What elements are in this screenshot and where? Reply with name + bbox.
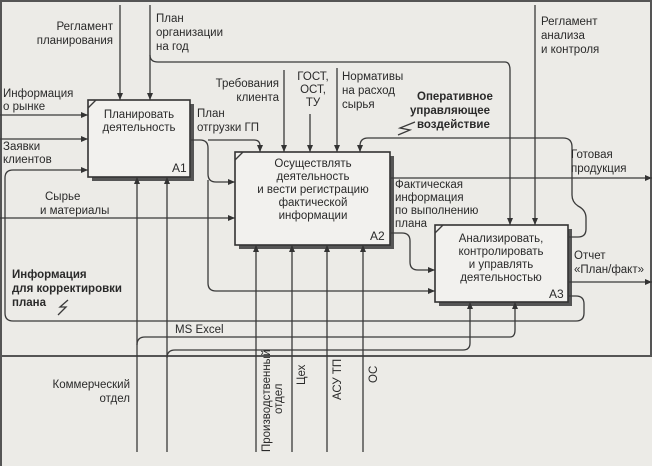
- diagram-label: продукция: [571, 163, 627, 175]
- diagram-label: отдел: [100, 393, 130, 405]
- diagram-label: Осуществлять: [274, 158, 351, 170]
- diagram-label: Цех: [296, 364, 308, 385]
- diagram-label: План: [156, 13, 184, 25]
- diagram-label: Регламент: [541, 16, 598, 28]
- diagram-label: АСУ ТП: [332, 359, 344, 400]
- diagram-label: Коммерческий: [53, 379, 130, 391]
- diagram-label: деятельностью: [460, 272, 542, 284]
- diagram-label: План: [197, 108, 225, 120]
- diagram-label: планирования: [37, 35, 113, 47]
- arrow-correction: [4, 167, 585, 322]
- diagram-label: ТУ: [306, 97, 321, 109]
- diagram-label: информации: [279, 210, 348, 222]
- diagram-label: Оперативное: [417, 91, 493, 103]
- diagram-label: Регламент: [56, 21, 113, 33]
- diagram-label: ОСТ,: [300, 84, 326, 96]
- diagram-label: на расход: [342, 85, 395, 97]
- connector-line: [208, 139, 263, 152]
- diagram-label: отдел: [273, 384, 285, 414]
- block-a3-code: A3: [549, 287, 564, 301]
- diagram-label: организации: [156, 27, 223, 39]
- diagram-label: деятельность: [103, 122, 176, 134]
- diagram-label: Производственный: [261, 350, 273, 452]
- diagram-label: на год: [156, 41, 189, 53]
- connector-line: [149, 54, 513, 225]
- diagram-label: фактической: [279, 197, 348, 209]
- diagram-label: Нормативы: [342, 71, 403, 83]
- diagram-label: воздействие: [417, 119, 490, 131]
- block-a1-title: Планировать: [104, 109, 174, 121]
- block-a1-code: A1: [172, 161, 187, 175]
- diagram-label: Отчет: [574, 250, 606, 262]
- diagram-label: и материалы: [40, 205, 109, 217]
- diagram-label: «План/факт»: [574, 264, 644, 276]
- arrow-operative: [357, 137, 587, 238]
- connector-line: [207, 180, 435, 294]
- diagram-label: ОС: [368, 366, 380, 383]
- diagram-label: плана: [395, 218, 428, 230]
- svg-text:Производственныйотдел: Производственныйотдел: [261, 350, 285, 452]
- arrow-shipment-plan: [190, 139, 235, 185]
- diagram-label: деятельность: [277, 171, 350, 183]
- diagram-label: для корректировки: [12, 283, 122, 295]
- diagram-label: отгрузки ГП: [197, 122, 259, 134]
- connector-line: [234, 151, 244, 161]
- svg-text:ГОСТ,ОСТ,ТУ: ГОСТ,ОСТ,ТУ: [297, 71, 328, 109]
- diagram-label: контролировать: [458, 246, 543, 258]
- diagram-label: Требования: [216, 78, 279, 90]
- diagram-label: о рынке: [3, 101, 45, 113]
- diagram-label: клиентов: [3, 154, 52, 166]
- diagram-label: Заявки: [3, 141, 40, 153]
- diagram-label: управляющее: [410, 105, 490, 117]
- diagram-label: и вести регистрацию: [257, 184, 369, 196]
- connector-line: [136, 302, 518, 346]
- diagram-label: сырья: [342, 99, 375, 111]
- diagram-label: и контроля: [541, 44, 599, 56]
- diagram-label: и управлять: [469, 259, 533, 271]
- svg-text:Отчет«План/факт»: Отчет «План/факт»: [574, 250, 644, 276]
- diagram-label: клиента: [236, 92, 279, 104]
- diagram-label: ГОСТ,: [297, 71, 328, 83]
- diagram-label: Фактическая: [395, 179, 463, 191]
- diagram-label: Готовая: [571, 149, 613, 161]
- diagram-label: Информация: [3, 88, 73, 100]
- block-a2-code: A2: [370, 229, 385, 243]
- diagram-label: информация: [395, 192, 464, 204]
- diagram-label: Сырье: [45, 191, 80, 203]
- connector-line: [57, 299, 69, 316]
- mechanism-excel-label: MS Excel: [175, 324, 224, 336]
- squiggle-icon: [397, 121, 416, 136]
- connector-line: [434, 224, 444, 234]
- diagram-label: плана: [12, 297, 47, 309]
- diagram-label: Анализировать,: [459, 233, 544, 245]
- diagram-label: Информация: [12, 269, 87, 281]
- connector-line: [166, 302, 473, 359]
- diagram-label: по выполнению: [395, 205, 479, 217]
- arrow-fact-info: [390, 232, 435, 273]
- diagram-label: анализа: [541, 30, 586, 42]
- connector-line: [87, 99, 97, 109]
